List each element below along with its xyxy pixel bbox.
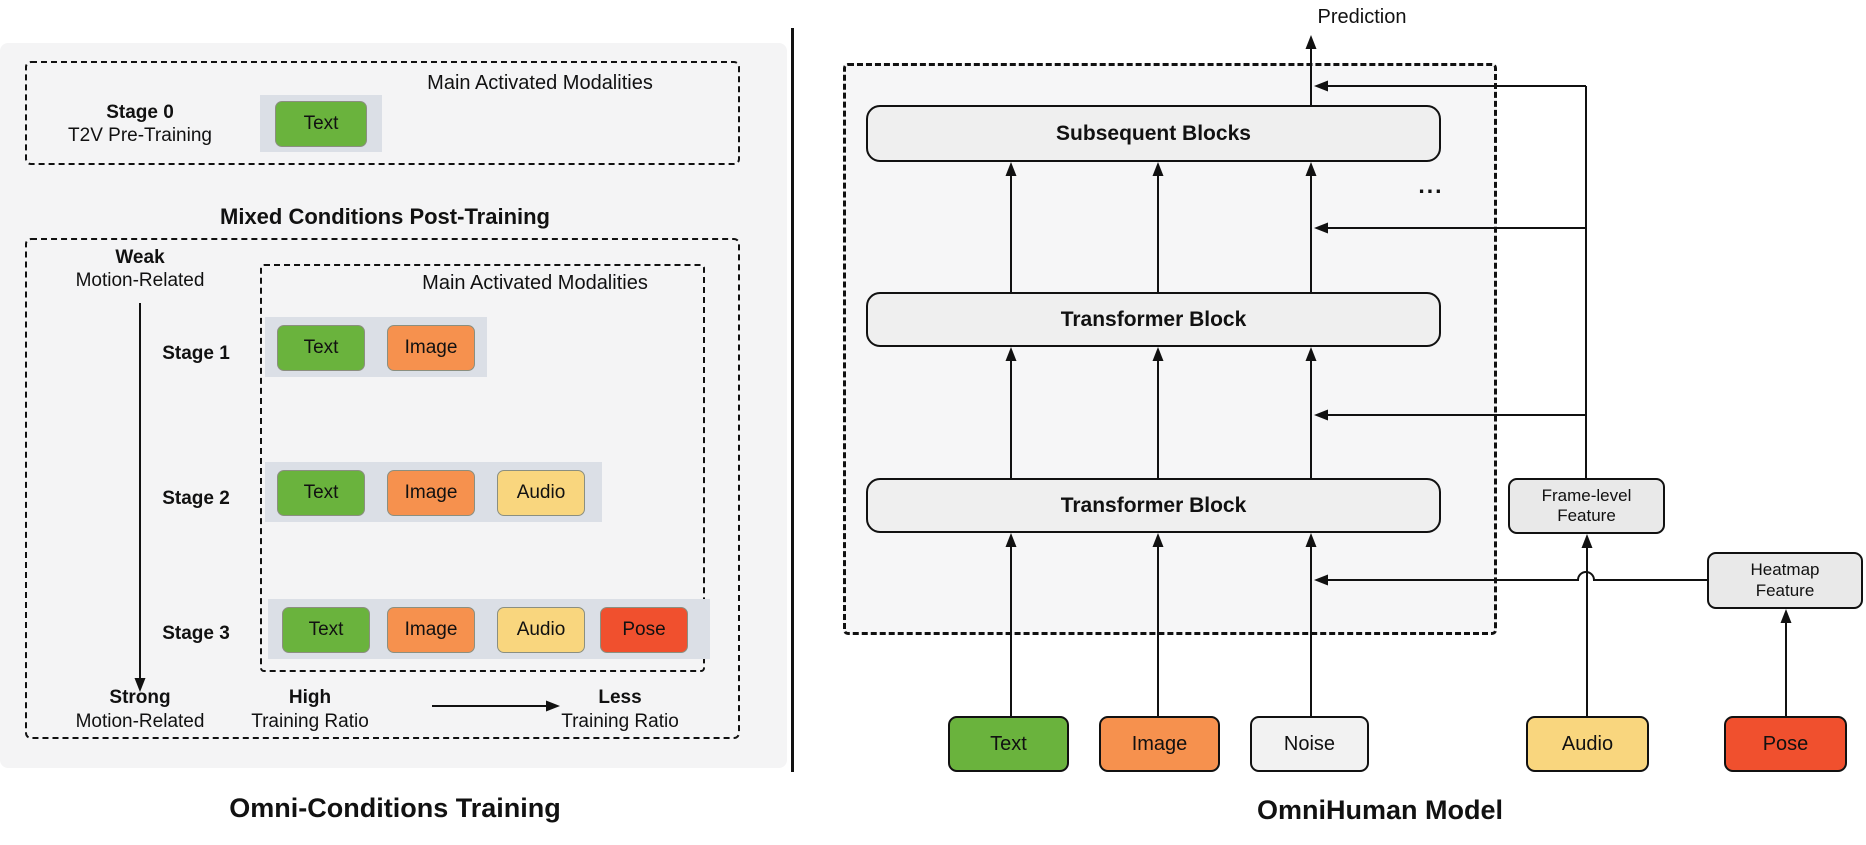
transformer-block-mid: Transformer Block <box>866 292 1441 347</box>
frame-level-feature-line1: Frame-level <box>1541 485 1632 505</box>
stage0-desc: T2V Pre-Training <box>68 125 212 146</box>
ellipsis-blocks: ... <box>1418 172 1444 198</box>
stage1-chip-image: Image <box>387 325 475 371</box>
frame-level-feature-line2: Feature <box>1557 506 1616 525</box>
weak-label: Weak <box>115 247 165 268</box>
stage3-chip-pose: Pose <box>600 607 688 653</box>
strong-sub-label: Motion-Related <box>75 711 205 732</box>
input-box-noise: Noise <box>1250 716 1369 772</box>
heatmap-feature-line2: Feature <box>1755 580 1815 600</box>
stage0-chip-text: Text <box>275 101 367 147</box>
stage0-dashed-box <box>25 61 740 165</box>
heatmap-feature-box: Heatmap Feature <box>1707 552 1863 609</box>
stage1-chip-text: Text <box>277 325 365 371</box>
stage3-chip-text: Text <box>282 607 370 653</box>
stage2-chip-text: Text <box>277 470 365 516</box>
prediction-label: Prediction <box>1317 6 1407 28</box>
panel-divider <box>791 28 794 772</box>
heatmap-feature-line1: Heatmap <box>1750 560 1820 580</box>
input-box-image: Image <box>1099 716 1220 772</box>
transformer-block-low: Transformer Block <box>866 478 1441 533</box>
stage0-name: Stage 0 <box>106 102 174 123</box>
inner-box-label: Main Activated Modalities <box>422 272 648 294</box>
post-training-title: Mixed Conditions Post-Training <box>220 204 550 229</box>
frame-level-feature-box: Frame-level Feature <box>1508 478 1665 534</box>
stage2-chip-image: Image <box>387 470 475 516</box>
high-ratio-label: High <box>288 687 332 708</box>
left-panel-title: Omni-Conditions Training <box>229 793 561 823</box>
weak-sub-label: Motion-Related <box>75 270 205 291</box>
prediction-arrowhead <box>1305 35 1317 49</box>
input-box-text: Text <box>948 716 1069 772</box>
input-box-audio: Audio <box>1526 716 1649 772</box>
less-ratio-sub-label: Training Ratio <box>561 711 679 732</box>
stage3-chip-image: Image <box>387 607 475 653</box>
pose-arrowhead <box>1780 609 1792 623</box>
stage2-name: Stage 2 <box>162 488 230 509</box>
stage1-name: Stage 1 <box>162 343 230 364</box>
less-ratio-label: Less <box>598 687 642 708</box>
stage3-chip-audio: Audio <box>497 607 585 653</box>
stage2-chip-audio: Audio <box>497 470 585 516</box>
subsequent-blocks: Subsequent Blocks <box>866 105 1441 162</box>
strong-label: Strong <box>109 687 171 708</box>
audio-arrowhead <box>1581 534 1593 548</box>
high-ratio-sub-label: Training Ratio <box>251 711 369 732</box>
input-box-pose: Pose <box>1724 716 1847 772</box>
right-panel-title: OmniHuman Model <box>1256 795 1503 825</box>
post-training-dashed-box <box>25 238 740 739</box>
stage0-box-label: Main Activated Modalities <box>427 72 653 94</box>
inner-modalities-dashed-box <box>260 264 705 672</box>
stage3-name: Stage 3 <box>162 623 230 644</box>
